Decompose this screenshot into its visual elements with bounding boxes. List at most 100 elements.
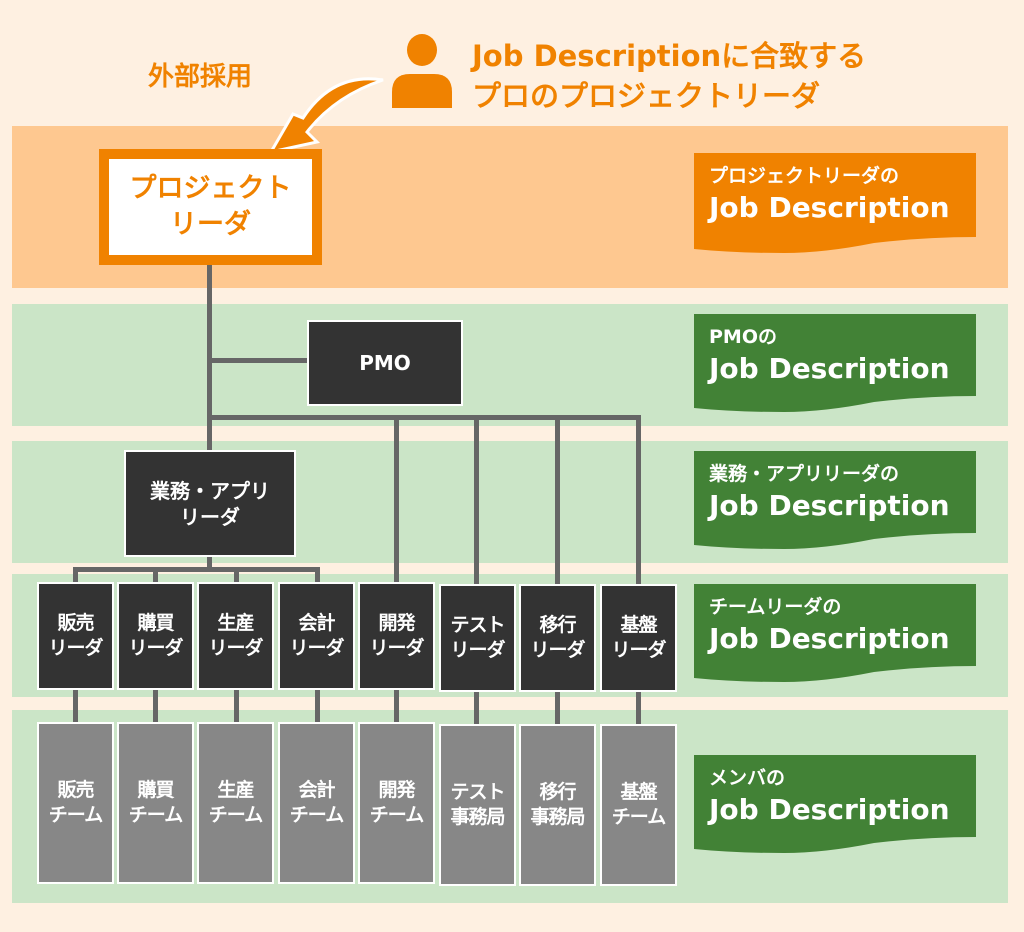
project-leader-line1: プロジェクト <box>129 172 292 204</box>
document-shape-icon <box>694 755 976 853</box>
jd-sub: メンバの <box>709 767 786 789</box>
business-app-leader-box: 業務・アプリ リーダ <box>124 450 296 557</box>
document-shape-icon <box>694 584 976 682</box>
team-line1: 購買 <box>137 779 174 802</box>
team-sales: 販売 チーム <box>37 722 114 884</box>
connector-bus-main <box>207 415 641 420</box>
team-leader-line2: リーダ <box>611 639 666 661</box>
jd-text: PMOの Job Description <box>709 324 950 388</box>
team-leader-purchase: 購買 リーダ <box>117 582 194 690</box>
connector-team-migration <box>555 692 560 725</box>
headline: Job Descriptionに合致する プロのプロジェクトリーダ <box>472 36 866 116</box>
team-leader-production: 生産 リーダ <box>197 582 274 690</box>
person-icon <box>392 34 452 108</box>
connector-team-dev <box>394 690 399 722</box>
team-line1: 移行 <box>539 781 576 804</box>
connector-leader-trunk <box>207 265 212 450</box>
team-line2: チーム <box>611 806 666 828</box>
team-line1: テスト <box>450 781 505 804</box>
team-purchase: 購買 チーム <box>117 722 194 884</box>
connector-drop-infra <box>636 415 641 585</box>
jd-text: メンバの Job Description <box>709 765 950 829</box>
connector-drop-test <box>474 415 479 585</box>
connector-drop-dev <box>394 415 399 583</box>
team-leader-sales: 販売 リーダ <box>37 582 114 690</box>
team-infra: 基盤 チーム <box>600 724 677 886</box>
team-leader-line1: 会計 <box>298 612 335 635</box>
connector-drop-sales <box>73 567 78 583</box>
team-leader-test: テスト リーダ <box>439 584 516 692</box>
project-leader-line2: リーダ <box>170 209 251 240</box>
document-shape-icon <box>694 314 976 412</box>
jd-main: Job Description <box>709 622 950 655</box>
headline-line1: Job Descriptionに合致する <box>472 39 867 73</box>
team-line1: 販売 <box>57 779 94 802</box>
team-leader-line1: 販売 <box>57 612 94 635</box>
team-leader-line1: 移行 <box>539 614 576 637</box>
connector-drop-production <box>234 567 239 583</box>
jd-text: 業務・アプリリーダの Job Description <box>709 461 950 525</box>
team-leader-line2: リーダ <box>530 639 585 661</box>
team-leader-line2: リーダ <box>450 639 505 661</box>
team-line2: チーム <box>369 804 424 826</box>
project-leader-box: プロジェクト リーダ <box>99 149 322 265</box>
external-recruit-label: 外部採用 <box>148 62 253 92</box>
team-line2: チーム <box>128 804 183 826</box>
connector-business-down <box>207 556 212 570</box>
headline-line2: プロのプロジェクトリーダ <box>472 79 821 113</box>
connector-team-accounting <box>315 690 320 722</box>
business-app-leader-line1: 業務・アプリ <box>150 478 270 503</box>
connector-drop-purchase <box>153 567 158 583</box>
jd-pmo: PMOの Job Description <box>694 314 976 414</box>
connector-team-purchase <box>153 690 158 722</box>
team-line2: チーム <box>48 804 103 826</box>
document-shape-icon <box>694 153 976 253</box>
team-dev: 開発 チーム <box>358 722 435 884</box>
curved-arrow-icon <box>268 77 384 155</box>
jd-main: Job Description <box>709 352 950 385</box>
pmo-box: PMO <box>307 320 463 406</box>
team-accounting: 会計 チーム <box>278 722 355 884</box>
jd-sub: チームリーダの <box>709 596 842 618</box>
jd-sub: 業務・アプリリーダの <box>709 463 900 485</box>
team-production: 生産 チーム <box>197 722 274 884</box>
document-shape-icon <box>694 451 976 549</box>
team-test-office: テスト 事務局 <box>439 724 516 886</box>
team-leader-migration: 移行 リーダ <box>519 584 596 692</box>
connector-bus-business <box>73 567 320 572</box>
jd-team-leader: チームリーダの Job Description <box>694 584 976 684</box>
team-leader-line1: テスト <box>450 614 505 637</box>
jd-main: Job Description <box>709 489 950 522</box>
team-line2: 事務局 <box>450 806 505 828</box>
jd-business-app-leader: 業務・アプリリーダの Job Description <box>694 451 976 551</box>
business-app-leader-line2: リーダ <box>180 504 240 529</box>
jd-project-leader: プロジェクトリーダの Job Description <box>694 153 976 253</box>
connector-team-production <box>234 690 239 722</box>
team-leader-line1: 開発 <box>378 612 415 635</box>
team-line2: 事務局 <box>530 806 585 828</box>
connector-drop-migration <box>555 415 560 585</box>
team-leader-accounting: 会計 リーダ <box>278 582 355 690</box>
connector-team-infra <box>636 692 641 725</box>
team-leader-line1: 基盤 <box>620 614 657 637</box>
team-migration-office: 移行 事務局 <box>519 724 596 886</box>
team-leader-line1: 生産 <box>217 612 254 635</box>
connector-team-sales <box>73 690 78 722</box>
team-leader-infra: 基盤 リーダ <box>600 584 677 692</box>
connector-team-test <box>474 692 479 725</box>
connector-drop-accounting <box>315 567 320 583</box>
team-leader-line2: リーダ <box>369 637 424 659</box>
jd-member: メンバの Job Description <box>694 755 976 855</box>
team-line1: 基盤 <box>620 781 657 804</box>
team-line1: 会計 <box>298 779 335 802</box>
team-leader-line2: リーダ <box>48 637 103 659</box>
team-leader-line2: リーダ <box>289 637 344 659</box>
team-leader-line2: リーダ <box>128 637 183 659</box>
jd-sub: PMOの <box>709 326 777 348</box>
team-leader-line1: 購買 <box>137 612 174 635</box>
team-leader-dev: 開発 リーダ <box>358 582 435 690</box>
jd-main: Job Description <box>709 191 950 224</box>
jd-sub: プロジェクトリーダの <box>709 165 900 187</box>
team-line2: チーム <box>289 804 344 826</box>
jd-text: プロジェクトリーダの Job Description <box>709 163 950 227</box>
